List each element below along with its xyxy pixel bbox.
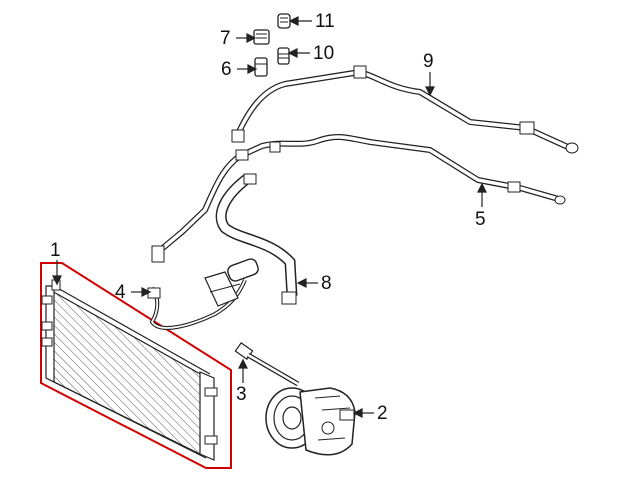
hose-assembly-part[interactable] [221, 174, 296, 304]
condenser-side-tank-right [200, 372, 214, 460]
callout-2: 2 [377, 403, 388, 424]
valve-core-10[interactable] [278, 48, 289, 64]
receiver-drier-part[interactable] [205, 257, 260, 306]
callout-5: 5 [475, 209, 486, 230]
condenser-highlight-outline [41, 263, 231, 468]
callout-8: 8 [321, 273, 332, 294]
bolt-part[interactable] [235, 343, 298, 384]
callout-7: 7 [220, 28, 231, 49]
callout-3: 3 [236, 384, 247, 405]
suction-hose-part[interactable] [152, 137, 565, 262]
callout-10: 10 [313, 43, 335, 64]
callout-6: 6 [221, 59, 232, 80]
discharge-hose-part[interactable] [232, 66, 578, 153]
callout-9: 9 [423, 51, 434, 72]
valve-cap-6[interactable] [255, 58, 267, 76]
callout-1: 1 [50, 240, 61, 261]
callout-11: 11 [315, 11, 335, 32]
compressor-part[interactable] [266, 388, 355, 455]
condenser-part[interactable] [41, 263, 231, 468]
leader-lines [52, 16, 487, 418]
valve-cap-11[interactable] [278, 14, 290, 28]
valve-cap-7[interactable] [254, 30, 269, 44]
callout-4: 4 [115, 282, 126, 303]
condenser-core [50, 290, 202, 455]
